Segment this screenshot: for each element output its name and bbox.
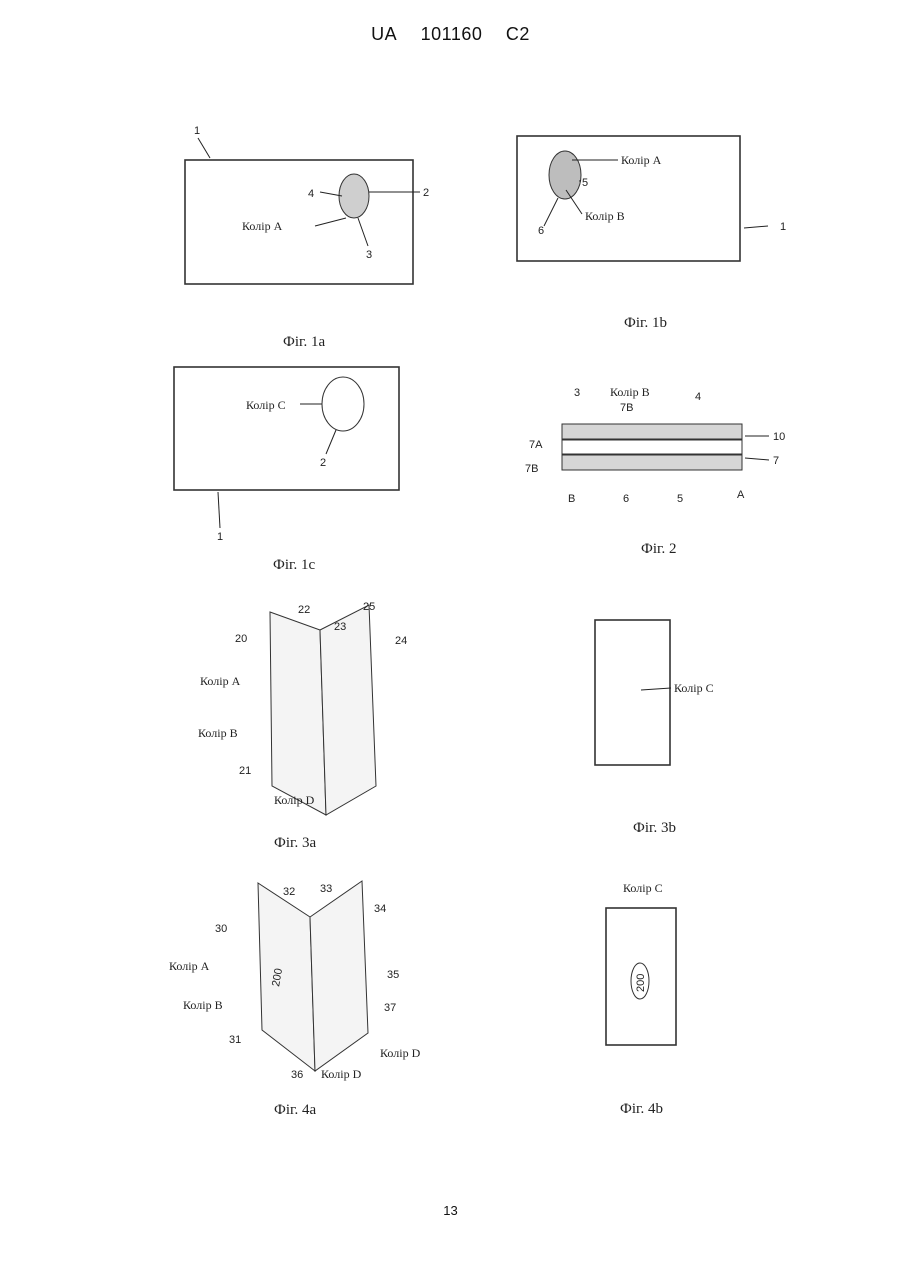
color-a-label: Колір А [242, 219, 283, 233]
card-outline [174, 367, 399, 490]
ref-21: 21 [239, 765, 251, 777]
figure-3b: Колір С Фіг. 3b [555, 605, 765, 850]
ref-20: 20 [235, 633, 247, 645]
ref-1: 1 [217, 531, 223, 543]
color-a-label: Колір А [621, 153, 662, 167]
ref-37: 37 [384, 1002, 396, 1014]
ref-4: 4 [308, 188, 314, 200]
ref-7b-top: 7В [620, 402, 633, 414]
caption-fig-1b: Фіг. 1b [624, 315, 667, 331]
ref-3: 3 [574, 387, 580, 399]
ref-24: 24 [395, 635, 407, 647]
ref-35: 35 [387, 969, 399, 981]
caption-fig-1c: Фіг. 1с [273, 557, 315, 573]
ref-1: 1 [780, 221, 786, 233]
figure-4b: Колір С 200 Фіг. 4b [593, 875, 718, 1130]
ref-6: 6 [538, 225, 544, 237]
ref-b: В [568, 493, 575, 505]
ref-32: 32 [283, 886, 295, 898]
ref-33: 33 [320, 883, 332, 895]
top-layer [562, 424, 742, 439]
color-b-label: Колір В [183, 998, 223, 1012]
header-kind: C2 [506, 24, 530, 44]
color-d-label: Колір D [321, 1067, 362, 1081]
color-c-label: Колір С [246, 398, 286, 412]
ref-4: 4 [695, 391, 701, 403]
color-c-label: Колір С [674, 681, 714, 695]
ref-31: 31 [229, 1034, 241, 1046]
ref-2: 2 [423, 187, 429, 199]
card-outline [595, 620, 670, 765]
header-number: 101160 [421, 24, 483, 44]
color-b-label: Колір В [198, 726, 238, 740]
ref-23: 23 [334, 621, 346, 633]
bottom-layer [562, 455, 742, 470]
card-outline [185, 160, 413, 284]
header-country: UA [371, 24, 397, 44]
color-b-label: Колір В [610, 385, 650, 399]
caption-fig-4a: Фіг. 4а [274, 1102, 316, 1118]
ref-34: 34 [374, 903, 386, 915]
ref-7a: 7А [529, 439, 543, 451]
color-a-label: Колір А [169, 959, 210, 973]
page-number: 13 [0, 1203, 901, 1218]
ref-a: А [737, 489, 745, 501]
color-a-label: Колір А [200, 674, 241, 688]
window-ellipse [549, 151, 581, 199]
ref-1: 1 [194, 125, 200, 137]
right-panel [320, 605, 376, 815]
figure-4a: 32 33 30 34 Колір А 200 35 Колір В 37 31… [150, 865, 445, 1130]
window-ellipse [339, 174, 369, 218]
ref-6: 6 [623, 493, 629, 505]
ref-10: 10 [773, 431, 785, 443]
ref-200: 200 [635, 974, 647, 992]
color-b-label: Колір В [585, 209, 625, 223]
caption-fig-4b: Фіг. 4b [620, 1101, 663, 1117]
ref-7: 7 [773, 455, 779, 467]
middle-layer [562, 440, 742, 454]
ref-25: 25 [363, 601, 375, 613]
figure-1a: 1 4 2 Колір А 3 Фіг. 1а [150, 100, 450, 360]
ref-3: 3 [366, 249, 372, 261]
figure-2: 3 Колір В 4 7В 7А 7В 10 7 В 6 5 А Фіг. 2 [485, 378, 810, 568]
ref-7b: 7В [525, 463, 538, 475]
document-header: UA 101160 C2 [0, 24, 901, 45]
ref-5: 5 [677, 493, 683, 505]
color-c-label: Колір С [623, 881, 663, 895]
color-d-label: Колір D [274, 793, 315, 807]
ref-5: 5 [582, 177, 588, 189]
right-panel [310, 881, 368, 1071]
ref-2: 2 [320, 457, 326, 469]
figure-1b: Колір А 5 Колір В 6 1 Фіг. 1b [500, 122, 800, 338]
left-panel [258, 883, 315, 1071]
window-ellipse [322, 377, 364, 431]
ref-22: 22 [298, 604, 310, 616]
color-d-right-label: Колір D [380, 1046, 421, 1060]
figure-1c: Колір С 2 1 Фіг. 1с [150, 360, 450, 580]
caption-fig-3a: Фіг. 3а [274, 835, 316, 851]
ref-36: 36 [291, 1069, 303, 1081]
figure-3a: 20 22 25 23 24 Колір А Колір В 21 Колір … [150, 590, 440, 860]
caption-fig-1a: Фіг. 1а [283, 334, 325, 350]
caption-fig-3b: Фіг. 3b [633, 820, 676, 836]
left-panel [270, 612, 326, 815]
ref-30: 30 [215, 923, 227, 935]
caption-fig-2: Фіг. 2 [641, 541, 676, 557]
